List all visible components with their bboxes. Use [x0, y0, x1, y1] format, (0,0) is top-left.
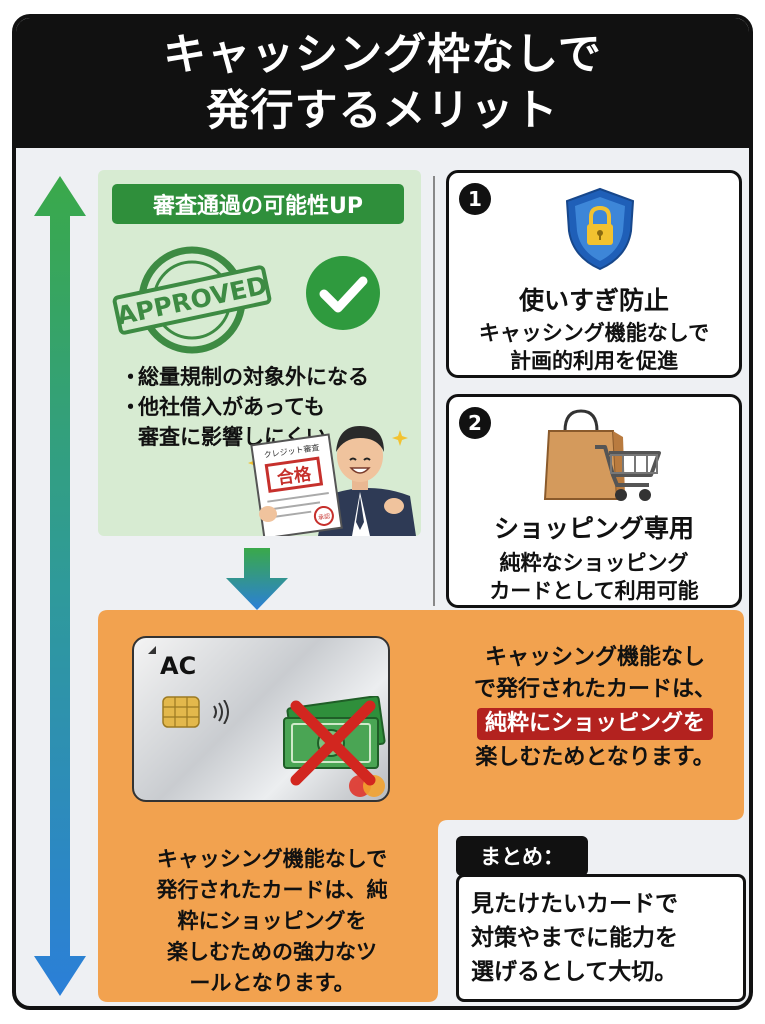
shield-lock-icon — [565, 187, 635, 271]
summary-line: 選げるとして大切。 — [471, 959, 678, 985]
feature-title: 使いすぎ防止 — [518, 286, 669, 315]
feature-number-badge: 1 — [459, 183, 491, 215]
screening-badge: 審査通過の可能性UP — [112, 184, 404, 224]
credit-card: AC $ — [132, 636, 390, 802]
text-line: キャッシング機能なし — [484, 645, 705, 670]
summary-line: 対策やまでに能力を — [471, 925, 678, 951]
vertical-double-arrow-icon — [34, 176, 86, 996]
infographic-frame: キャッシング枠なしで 発行するメリット 審査通過の可能性UP APPROVED — [12, 14, 753, 1010]
screening-panel: 審査通過の可能性UP APPROVED ・総量規制の対象外になる ・他社借入があ… — [98, 170, 421, 536]
text-line: 楽しむための強力なツ — [167, 940, 377, 964]
list-item: ・総量規制の対象外になる — [120, 365, 369, 389]
text-line: 発行されたカードは、純 — [156, 878, 388, 902]
list-item: ・他社借入があっても — [120, 395, 325, 419]
card-corner-mark-icon — [148, 646, 156, 654]
feature-line: キャッシング機能なしで — [478, 321, 710, 345]
feature-card-overspending: 1 使いすぎ防止 キャッシング機能なしで 計画的利用を促進 — [446, 170, 742, 378]
text-line: で発行されたカードは、 — [473, 677, 716, 702]
header-title-line2: 発行するメリット — [206, 86, 559, 136]
check-circle-icon — [306, 256, 380, 330]
businessman-holding-document-illustration: クレジット審査 合格 承認 — [248, 426, 416, 536]
summary-box: 見たけたいカードで 対策やまでに能力を 選げるとして大切。 — [456, 874, 746, 1002]
card-brand: AC — [160, 652, 197, 680]
approved-stamp-icon: APPROVED — [112, 246, 272, 354]
cash-crossed-out-icon: $ — [283, 696, 386, 797]
vertical-divider — [433, 176, 435, 606]
orange-right-text: キャッシング機能なし で発行されたカードは、 純粋にショッピングを 楽しむためと… — [450, 642, 740, 774]
summary-line: 見たけたいカードで — [471, 891, 678, 917]
header: キャッシング枠なしで 発行するメリット — [16, 18, 749, 148]
contactless-icon — [213, 700, 229, 724]
feature-line: 純粋なショッピング — [499, 551, 689, 575]
approved-stamp-text: APPROVED — [114, 270, 270, 330]
document-stamp: 合格 — [276, 463, 314, 489]
screening-list: ・総量規制の対象外になる ・他社借入があっても 審査に影響しにくい — [120, 362, 420, 452]
document-seal: 承認 — [318, 512, 331, 522]
header-title-line1: キャッシング枠なしで — [163, 30, 602, 80]
feature-line: 計画的利用を促進 — [510, 349, 678, 373]
feature-card-shopping: 2 ショッピング専用 純粋なショッピング カードとして利用可能 — [446, 394, 742, 608]
text-line: 楽しむためとなります。 — [475, 745, 715, 770]
orange-section: AC $ — [98, 610, 744, 1002]
text-line: ールとなります。 — [189, 971, 355, 995]
highlighted-text: 純粋にショッピングを — [476, 708, 713, 740]
shopping-bag-cart-icon — [543, 409, 661, 501]
summary-label: まとめ： — [456, 836, 588, 876]
text-line: キャッシング機能なしで — [156, 847, 388, 871]
feature-title: ショッピング専用 — [493, 514, 694, 543]
feature-number-badge: 2 — [459, 407, 491, 439]
card-chip-icon — [162, 696, 200, 728]
text-line: 粋にショッピングを — [177, 909, 367, 933]
feature-line: カードとして利用可能 — [489, 579, 699, 603]
down-arrow-icon — [226, 548, 288, 610]
orange-left-text: キャッシング機能なしで 発行されたカードは、純 粋にショッピングを 楽しむための… — [112, 844, 432, 999]
